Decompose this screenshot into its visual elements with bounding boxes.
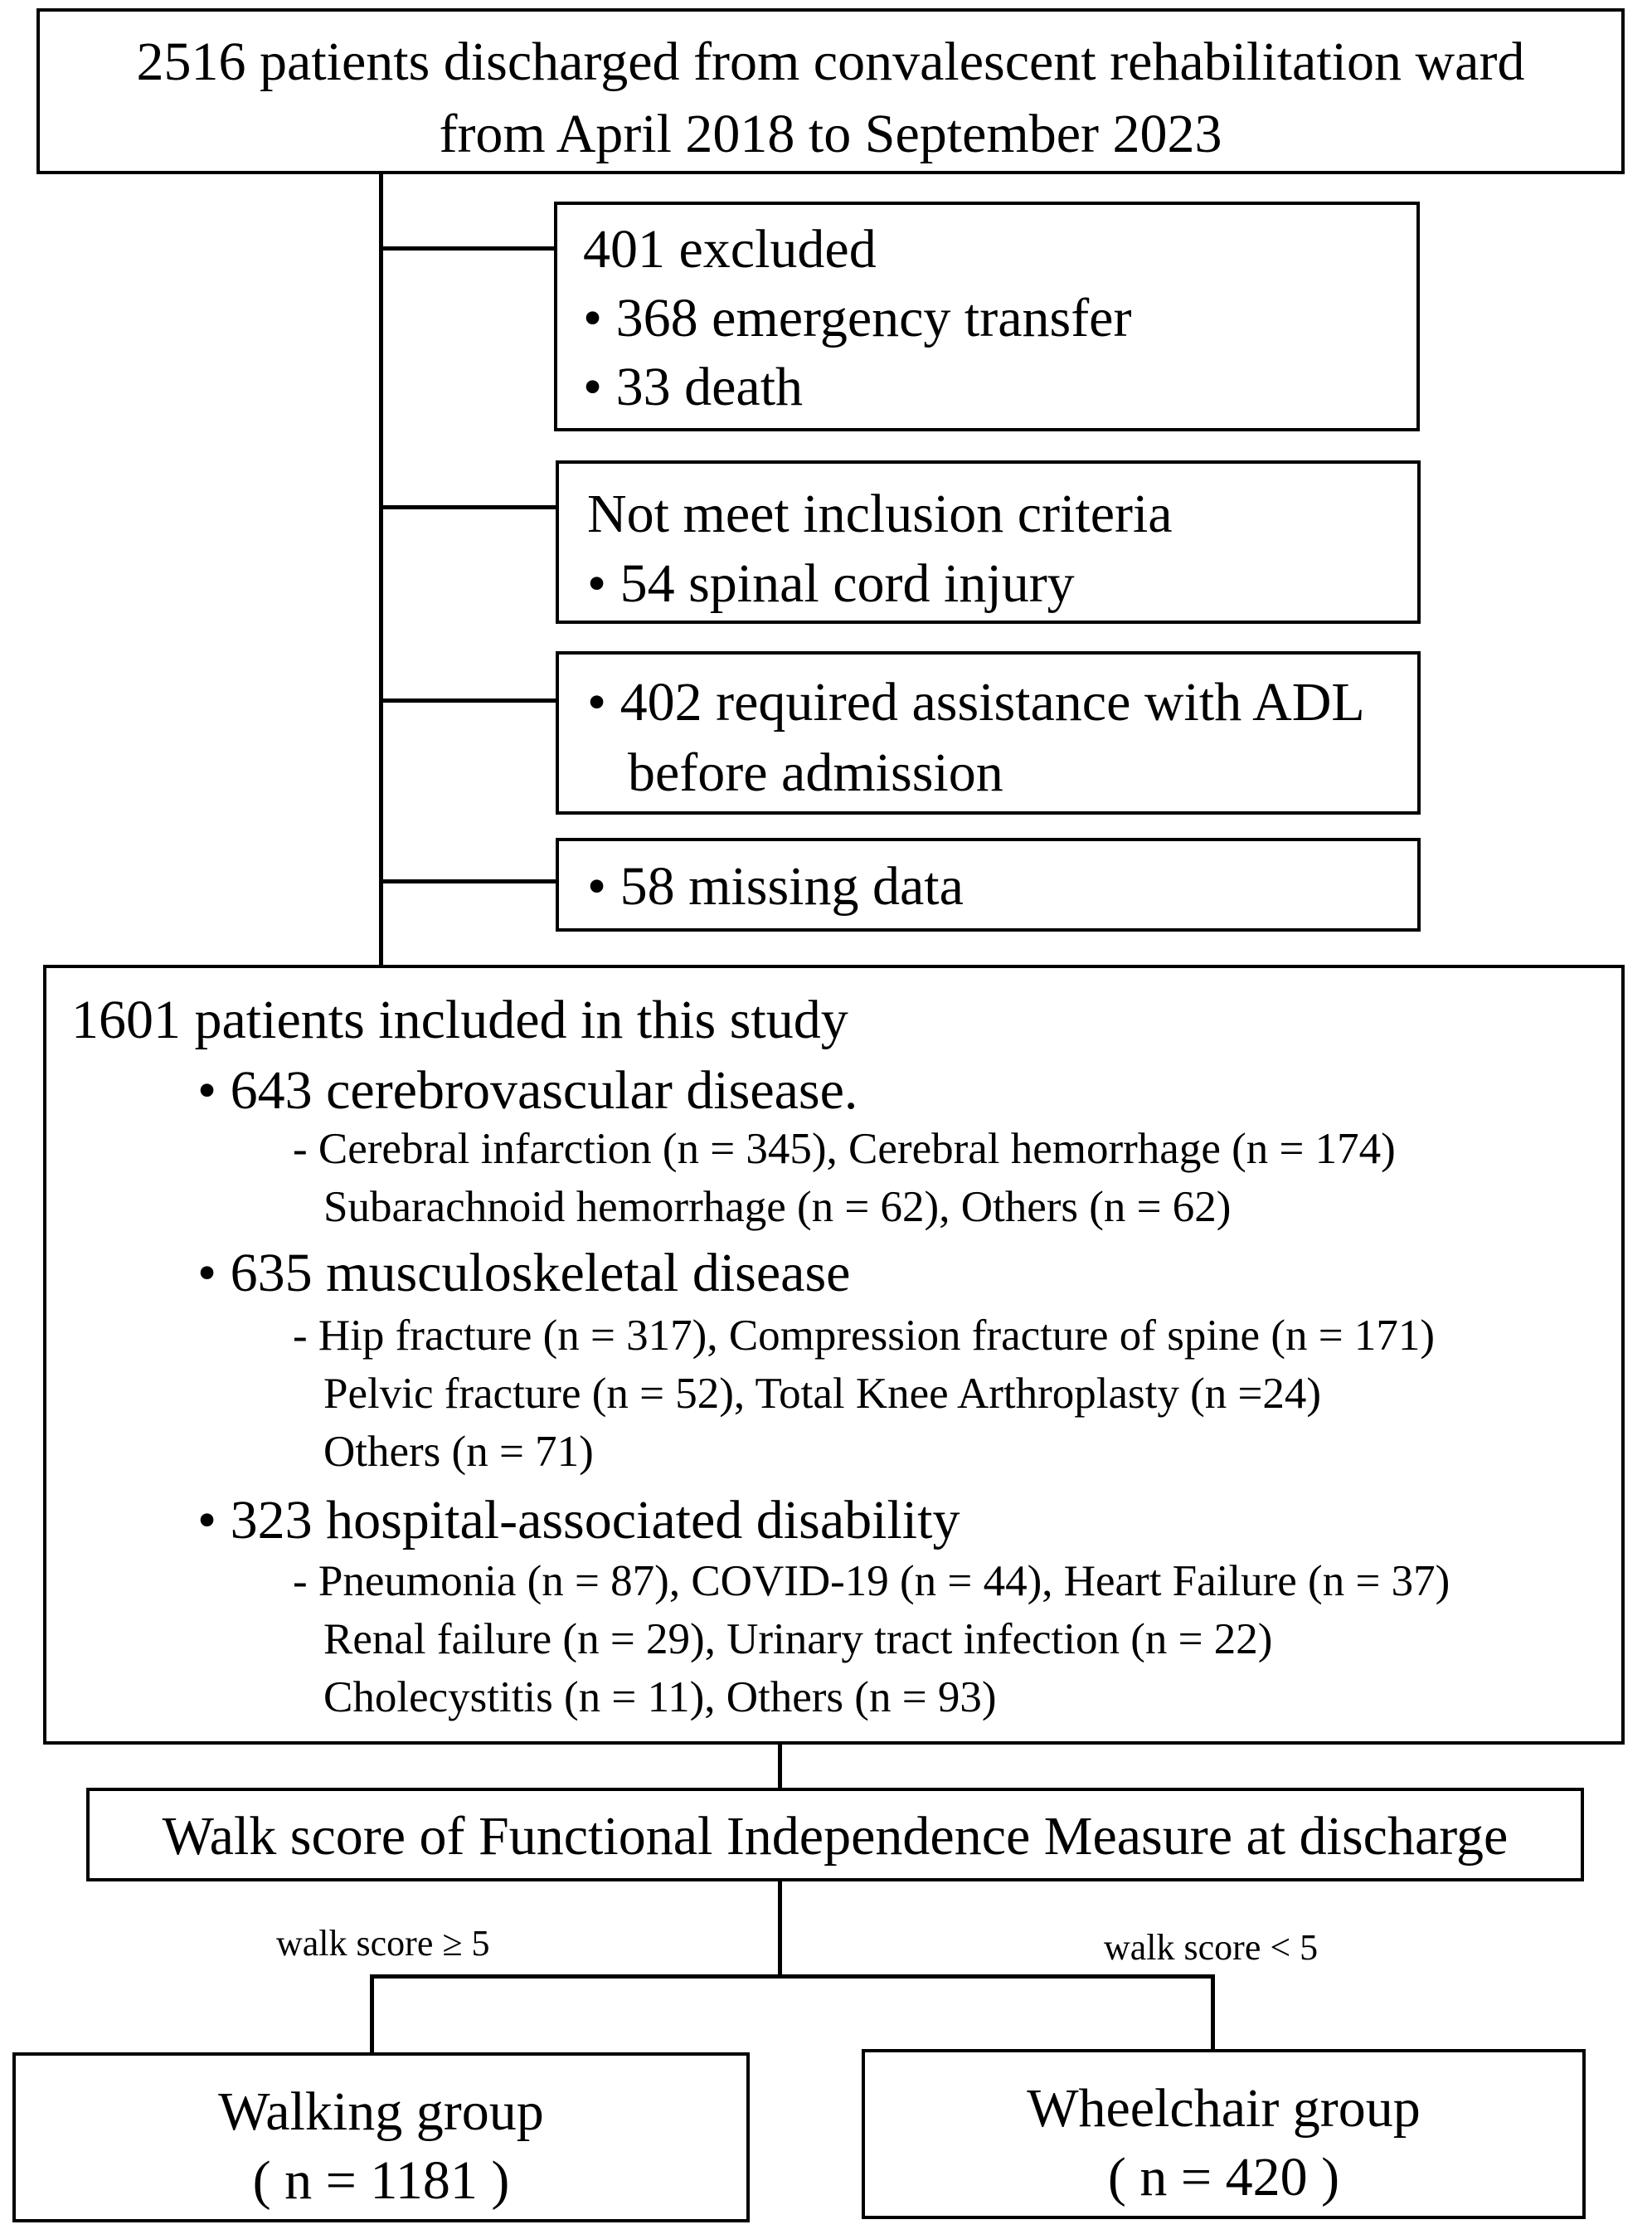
excluded-box: 401 excluded • 368 emergency transfer • …	[554, 202, 1420, 431]
cerebrovascular-heading: • 643 cerebrovascular disease.	[197, 1060, 858, 1121]
discharged-line-1: 2516 patients discharged from convalesce…	[136, 32, 1525, 92]
wheelchair-group-box: Wheelchair group ( n = 420 )	[862, 2049, 1586, 2219]
musculoskeletal-heading: • 635 musculoskeletal disease	[197, 1243, 851, 1303]
musculoskeletal-detail-2: Pelvic fracture (n = 52), Total Knee Art…	[323, 1370, 1322, 1418]
inclusion-criteria-box: Not meet inclusion criteria • 54 spinal …	[556, 460, 1421, 624]
excluded-title: 401 excluded	[583, 219, 877, 280]
main-trunk-line	[379, 173, 383, 966]
walking-group-box: Walking group ( n = 1181 )	[12, 2052, 750, 2222]
musculoskeletal-detail-3: Others (n = 71)	[323, 1428, 594, 1476]
connector-walkscore-down	[778, 1880, 782, 1977]
branch-line-excluded	[379, 246, 556, 251]
hospital-disability-detail-1: - Pneumonia (n = 87), COVID-19 (n = 44),…	[293, 1557, 1450, 1605]
hospital-disability-detail-2: Renal failure (n = 29), Urinary tract in…	[323, 1615, 1273, 1663]
discharged-line-2: from April 2018 to September 2023	[439, 104, 1222, 164]
split-left-drop	[370, 1974, 374, 2054]
wheelchair-group-title: Wheelchair group	[1027, 2078, 1421, 2139]
split-horizontal-line	[370, 1974, 1215, 1979]
inclusion-item-spinal: • 54 spinal cord injury	[587, 553, 1075, 614]
missing-item: • 58 missing data	[587, 856, 964, 917]
included-patients-box: 1601 patients included in this study • 6…	[43, 965, 1625, 1745]
adl-line-2: before admission	[628, 742, 1003, 803]
connector-included-to-walkscore	[778, 1742, 782, 1788]
split-right-drop	[1211, 1974, 1215, 2054]
branch-line-adl	[379, 698, 557, 703]
walk-score-box: Walk score of Functional Independence Me…	[86, 1788, 1584, 1881]
wheelchair-group-count: ( n = 420 )	[1107, 2147, 1340, 2207]
excluded-item-death: • 33 death	[583, 357, 804, 417]
walking-group-title: Walking group	[218, 2081, 544, 2142]
walk-score-lt5-label: walk score < 5	[1104, 1927, 1319, 1968]
adl-line-1: • 402 required assistance with ADL	[587, 672, 1365, 733]
walk-score-ge5-label: walk score ≥ 5	[276, 1923, 490, 1964]
hospital-disability-detail-3: Cholecystitis (n = 11), Others (n = 93)	[323, 1673, 997, 1721]
adl-assistance-box: • 402 required assistance with ADL befor…	[556, 651, 1421, 815]
discharged-patients-box: 2516 patients discharged from convalesce…	[36, 8, 1625, 174]
cerebrovascular-detail-2: Subarachnoid hemorrhage (n = 62), Others…	[323, 1183, 1232, 1231]
branch-line-missing	[379, 879, 557, 883]
branch-line-inclusion	[379, 505, 557, 509]
walk-score-title: Walk score of Functional Independence Me…	[162, 1806, 1509, 1867]
missing-data-box: • 58 missing data	[556, 838, 1421, 932]
hospital-disability-heading: • 323 hospital-associated disability	[197, 1490, 960, 1550]
inclusion-title: Not meet inclusion criteria	[587, 484, 1173, 544]
musculoskeletal-detail-1: - Hip fracture (n = 317), Compression fr…	[293, 1312, 1436, 1360]
walking-group-count: ( n = 1181 )	[252, 2150, 510, 2211]
excluded-item-emergency: • 368 emergency transfer	[583, 288, 1132, 348]
cerebrovascular-detail-1: - Cerebral infarction (n = 345), Cerebra…	[293, 1125, 1396, 1173]
included-title: 1601 patients included in this study	[71, 990, 848, 1050]
